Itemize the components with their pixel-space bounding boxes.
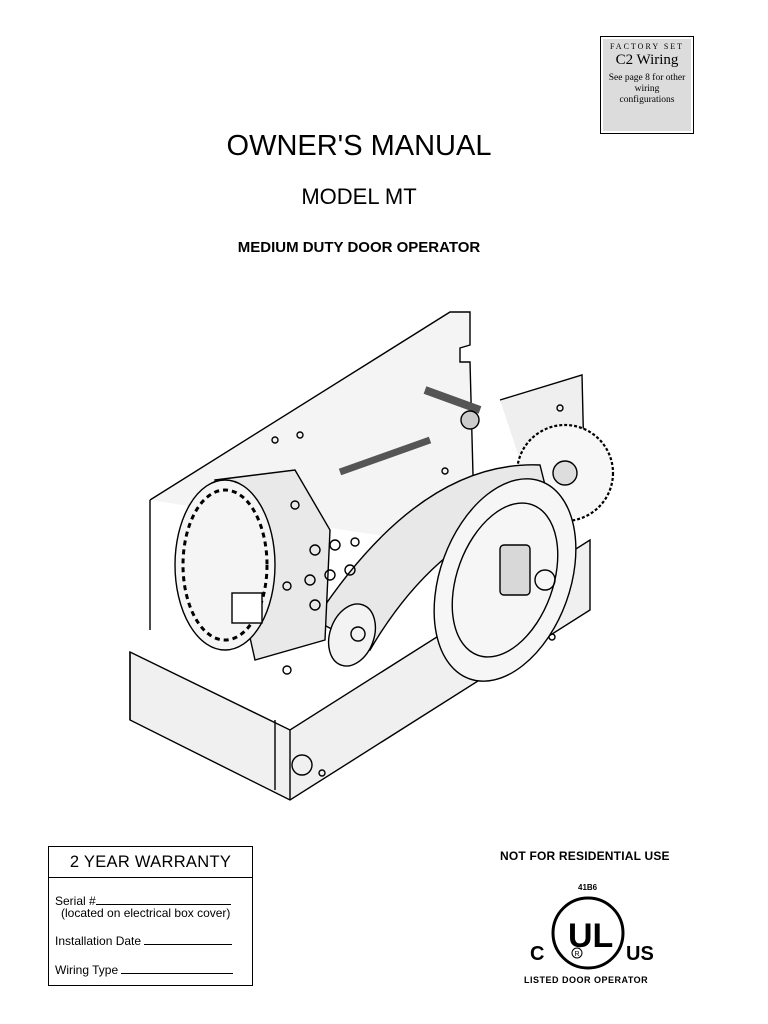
warranty-heading: 2 YEAR WARRANTY bbox=[49, 847, 252, 878]
ul-listed-text: LISTED DOOR OPERATOR bbox=[524, 975, 649, 985]
serial-line: Serial # bbox=[55, 893, 231, 908]
ul-us-mark: US bbox=[626, 943, 654, 965]
ul-mark: UL bbox=[568, 917, 613, 955]
install-date-blank bbox=[144, 933, 233, 945]
factory-wiring-label: C2 Wiring bbox=[615, 52, 679, 68]
factory-wiring-note: See page 8 for other wiring configuratio… bbox=[608, 73, 686, 105]
not-residential-notice: NOT FOR RESIDENTIAL USE bbox=[500, 849, 670, 863]
factory-set-box: FACTORY SET C2 Wiring See page 8 for oth… bbox=[600, 36, 694, 134]
ul-c-mark: C bbox=[530, 943, 544, 965]
ul-listed-logo: C UL R US bbox=[530, 896, 654, 970]
wiring-type-line: Wiring Type bbox=[55, 962, 234, 977]
product-subtitle: MEDIUM DUTY DOOR OPERATOR bbox=[237, 239, 481, 256]
document-title: OWNER'S MANUAL bbox=[226, 130, 492, 162]
serial-blank bbox=[95, 893, 231, 905]
factory-set-panel: FACTORY SET C2 Wiring See page 8 for oth… bbox=[603, 39, 691, 131]
door-operator-motor-illustration bbox=[129, 311, 615, 801]
install-date-label: Installation Date bbox=[55, 934, 142, 948]
wiring-type-blank bbox=[121, 962, 234, 974]
ul-file-code: 41B6 bbox=[578, 883, 598, 892]
registered-mark-icon: R bbox=[575, 951, 580, 958]
install-date-line: Installation Date bbox=[55, 933, 233, 948]
factory-set-heading: FACTORY SET bbox=[609, 42, 685, 51]
serial-label: Serial # bbox=[55, 894, 96, 908]
wiring-type-label: Wiring Type bbox=[55, 963, 119, 977]
warranty-box: 2 YEAR WARRANTY Serial # (located on ele… bbox=[48, 846, 253, 986]
serial-note: (located on electrical box cover) bbox=[61, 906, 231, 920]
model-title: MODEL MT bbox=[301, 184, 417, 209]
